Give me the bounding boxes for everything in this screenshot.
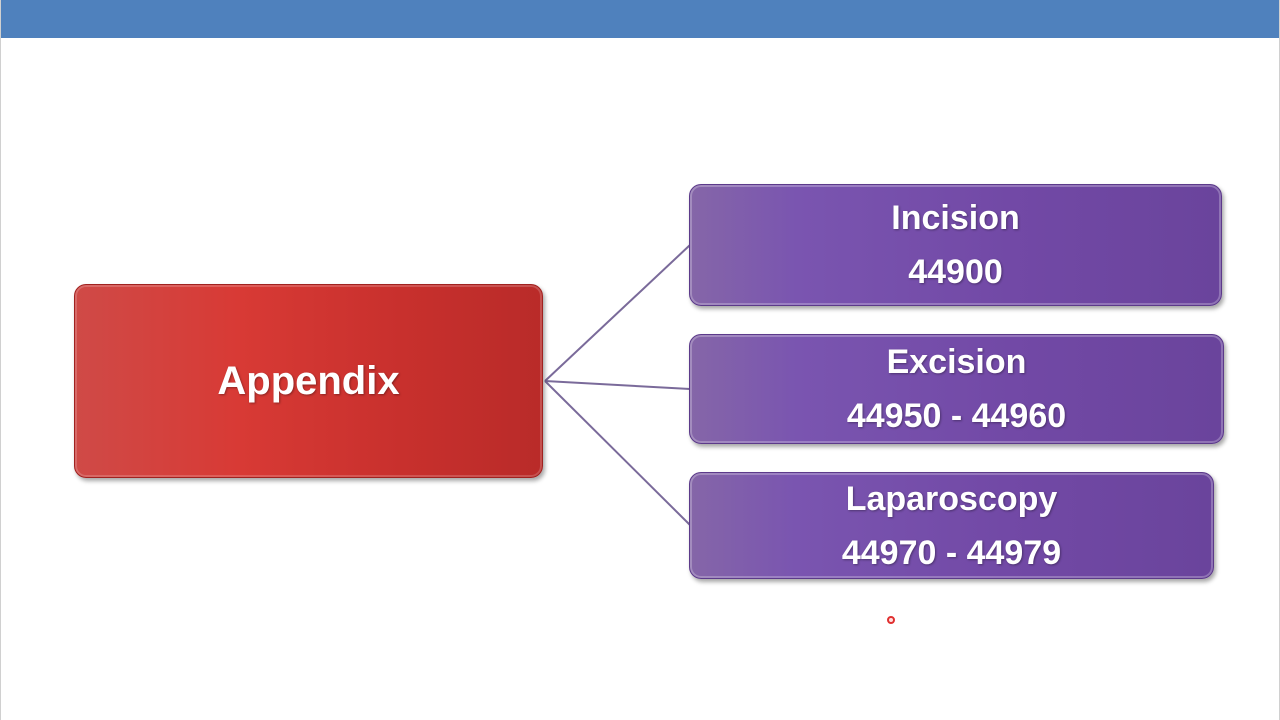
child-code: 44900 (908, 253, 1003, 291)
connector-incision (544, 244, 691, 382)
child-title: Incision (891, 199, 1020, 237)
root-label: Appendix (217, 358, 400, 403)
connector-laparoscopy (544, 380, 691, 526)
laser-pointer-dot (887, 616, 895, 624)
child-code: 44970 - 44979 (841, 533, 1062, 572)
child-node-excision: Excision 44950 - 44960 (689, 334, 1224, 444)
child-title: Excision (886, 343, 1027, 381)
root-node-appendix: Appendix (74, 284, 543, 478)
child-node-incision: Incision 44900 (689, 184, 1222, 306)
child-node-laparoscopy: Laparoscopy 44970 - 44979 (689, 472, 1214, 579)
header-bar (1, 0, 1279, 38)
connector-excision (544, 380, 691, 390)
child-title: Laparoscopy (845, 479, 1058, 518)
child-code: 44950 - 44960 (846, 397, 1067, 435)
